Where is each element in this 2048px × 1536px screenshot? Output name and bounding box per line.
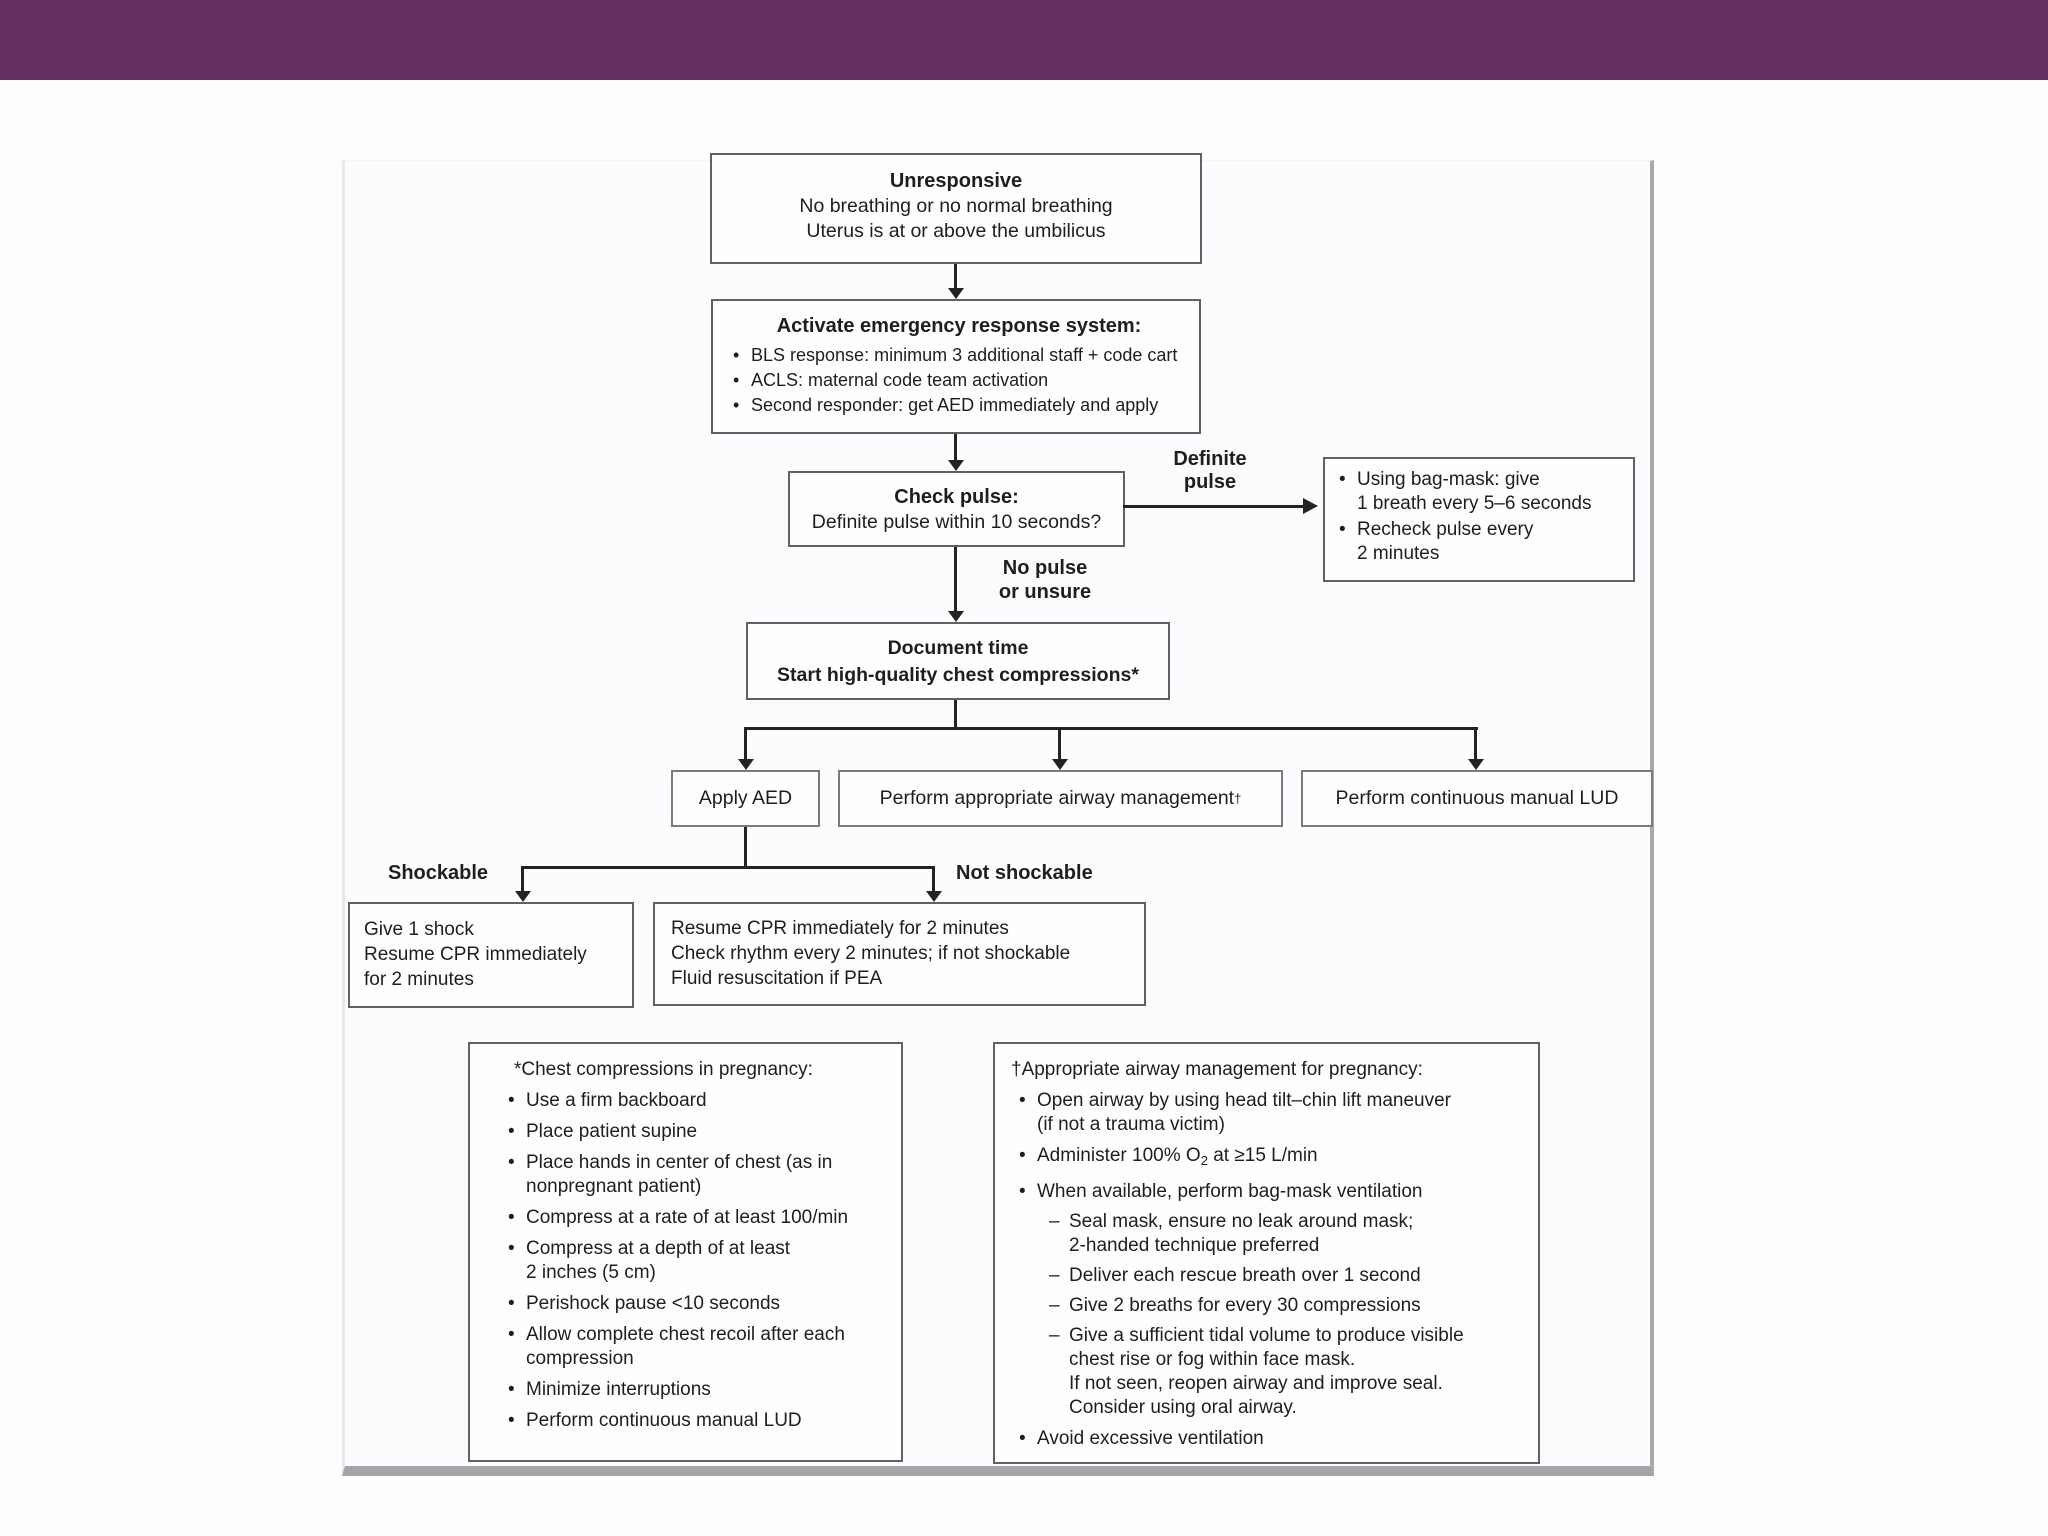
manual-lud-text: Perform continuous manual LUD bbox=[1335, 787, 1619, 809]
airway-subitem: Give a sufficient tidal volume to produc… bbox=[1043, 1324, 1524, 1420]
airway-bullet-o2: Administer 100% O2 at ≥15 L/min bbox=[1011, 1144, 1524, 1173]
arrowhead-branch-to-aed bbox=[738, 759, 754, 770]
box-activate-ers: Activate emergency response system: BLS … bbox=[711, 299, 1201, 434]
arrowhead-activate-to-checkpulse bbox=[948, 460, 964, 471]
bag-mask-bullet: Using bag-mask: give 1 breath every 5–6 … bbox=[1331, 468, 1629, 516]
compressions-bullet: Place patient supine bbox=[500, 1120, 887, 1144]
box-not-shockable-action: Resume CPR immediately for 2 minutes Che… bbox=[653, 902, 1146, 1006]
compressions-bullet: Allow complete chest recoil after each c… bbox=[500, 1323, 887, 1371]
box-apply-aed: Apply AED bbox=[671, 770, 820, 827]
box-airway-management: Perform appropriate airway management† bbox=[838, 770, 1283, 827]
slide-accent-bar bbox=[0, 0, 2048, 80]
activate-bullet: ACLS: maternal code team activation bbox=[725, 368, 1193, 393]
airway-bullet: When available, perform bag-mask ventila… bbox=[1011, 1180, 1524, 1204]
arrow-unresponsive-to-activate bbox=[954, 264, 957, 288]
box-shockable-action: Give 1 shock Resume CPR immediately for … bbox=[348, 902, 634, 1008]
arrowhead-checkpulse-to-bagmask bbox=[1303, 498, 1318, 514]
o2-pre: Administer 100% O bbox=[1037, 1145, 1201, 1166]
connector-branch-shock bbox=[521, 866, 935, 869]
o2-subscript: 2 bbox=[1200, 1153, 1208, 1168]
compressions-bullet: Minimize interruptions bbox=[500, 1378, 887, 1402]
airway-subitem: Seal mask, ensure no leak around mask; 2… bbox=[1043, 1210, 1524, 1258]
arrow-branch-to-lud bbox=[1474, 730, 1477, 759]
arrowhead-branch-to-airway bbox=[1052, 759, 1068, 770]
arrow-checkpulse-to-document bbox=[954, 547, 957, 611]
label-shockable: Shockable bbox=[388, 862, 489, 884]
check-pulse-title: Check pulse: bbox=[894, 486, 1019, 508]
arrowhead-to-shockable bbox=[515, 891, 531, 902]
label-no-pulse: No pulse or unsure bbox=[998, 557, 1092, 603]
box-bag-mask-ventilation: Using bag-mask: give 1 breath every 5–6 … bbox=[1323, 457, 1635, 582]
arrow-branch-to-airway bbox=[1058, 730, 1061, 759]
footnote-compressions-title: *Chest compressions in pregnancy: bbox=[514, 1059, 813, 1080]
bag-mask-bullet: Recheck pulse every 2 minutes bbox=[1331, 518, 1629, 566]
arrow-to-not-shockable bbox=[932, 869, 935, 891]
arrowhead-branch-to-lud bbox=[1468, 759, 1484, 770]
activate-bullet: Second responder: get AED immediately an… bbox=[725, 393, 1193, 418]
airway-bullet: Avoid excessive ventilation bbox=[1011, 1427, 1524, 1451]
airway-management-dagger: † bbox=[1234, 791, 1242, 806]
connector-aed-stub bbox=[744, 827, 747, 869]
check-pulse-text: Definite pulse within 10 seconds? bbox=[811, 511, 1102, 533]
connector-document-stub bbox=[954, 700, 957, 728]
airway-subitem: Give 2 breaths for every 30 compressions bbox=[1043, 1294, 1524, 1318]
activate-title: Activate emergency response system: bbox=[776, 315, 1142, 337]
arrow-to-shockable bbox=[521, 869, 524, 891]
box-footnote-airway: †Appropriate airway management for pregn… bbox=[993, 1042, 1540, 1464]
apply-aed-text: Apply AED bbox=[698, 787, 793, 809]
arrowhead-unresponsive-to-activate bbox=[948, 288, 964, 299]
arrow-activate-to-checkpulse bbox=[954, 434, 957, 460]
compressions-bullet: Compress at a rate of at least 100/min bbox=[500, 1206, 887, 1230]
box-check-pulse: Check pulse: Definite pulse within 10 se… bbox=[788, 471, 1125, 547]
connector-checkpulse-to-bagmask bbox=[1123, 505, 1305, 508]
compressions-bullet: Use a firm backboard bbox=[500, 1089, 887, 1113]
label-not-shockable: Not shockable bbox=[956, 862, 1093, 884]
unresponsive-title: Unresponsive bbox=[889, 170, 1023, 192]
document-time-text: Document time Start high-quality chest c… bbox=[777, 637, 1139, 686]
box-document-time: Document time Start high-quality chest c… bbox=[746, 622, 1170, 700]
arrow-branch-to-aed bbox=[744, 730, 747, 759]
box-unresponsive: Unresponsive No breathing or no normal b… bbox=[710, 153, 1202, 264]
connector-branch-top bbox=[744, 727, 1478, 730]
airway-bullet: Open airway by using head tilt–chin lift… bbox=[1011, 1089, 1524, 1137]
footnote-airway-title: †Appropriate airway management for pregn… bbox=[1011, 1059, 1423, 1080]
unresponsive-text: No breathing or no normal breathing Uter… bbox=[799, 195, 1113, 242]
compressions-bullet: Perishock pause <10 seconds bbox=[500, 1292, 887, 1316]
arrowhead-to-not-shockable bbox=[926, 891, 942, 902]
compressions-bullet: Perform continuous manual LUD bbox=[500, 1409, 887, 1433]
activate-bullet: BLS response: minimum 3 additional staff… bbox=[725, 343, 1193, 368]
arrowhead-checkpulse-to-document bbox=[948, 611, 964, 622]
o2-post: at ≥15 L/min bbox=[1207, 1145, 1318, 1166]
compressions-bullet: Place hands in center of chest (as in no… bbox=[500, 1151, 887, 1199]
box-footnote-compressions: *Chest compressions in pregnancy: Use a … bbox=[468, 1042, 903, 1462]
airway-management-text: Perform appropriate airway management bbox=[879, 787, 1235, 809]
airway-subitem: Deliver each rescue breath over 1 second bbox=[1043, 1264, 1524, 1288]
compressions-bullet: Compress at a depth of at least 2 inches… bbox=[500, 1237, 887, 1285]
label-definite-pulse: Definite pulse bbox=[1173, 448, 1247, 493]
box-manual-lud: Perform continuous manual LUD bbox=[1301, 770, 1653, 827]
